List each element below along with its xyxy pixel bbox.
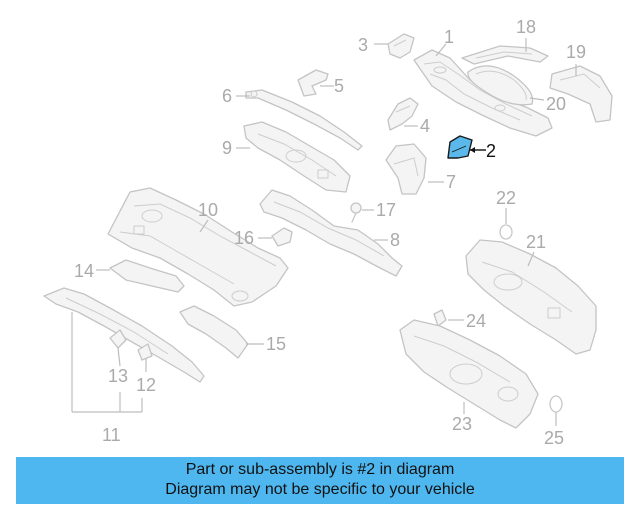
callout-24: 24 <box>466 311 486 331</box>
callout-9: 9 <box>222 138 232 158</box>
part-1-cowl-panel[interactable] <box>413 49 553 137</box>
callout-23: 23 <box>452 414 472 434</box>
part-23-lower-insulator[interactable] <box>399 319 539 429</box>
callout-18: 18 <box>516 17 536 37</box>
callout-14: 14 <box>74 261 94 281</box>
callout-3: 3 <box>358 35 368 55</box>
part-25-grommet[interactable] <box>549 395 563 413</box>
part-11-lower-strip[interactable] <box>43 287 205 383</box>
part-17-bolt[interactable] <box>350 202 362 223</box>
part-24-push-clip[interactable] <box>433 309 447 327</box>
part-7-bracket[interactable] <box>385 143 427 195</box>
callout-lines <box>71 38 577 426</box>
banner-line-1: Part or sub-assembly is #2 in diagram <box>185 461 455 478</box>
callout-7: 7 <box>446 172 456 192</box>
part-6-rod[interactable] <box>245 89 363 151</box>
callout-13: 13 <box>108 366 128 386</box>
callout-17: 17 <box>376 200 396 220</box>
part-14-strip[interactable] <box>109 259 185 293</box>
parts-diagram: 1 2 3 4 5 6 7 8 9 10 11 12 13 14 15 16 1… <box>43 17 613 448</box>
callout-1: 1 <box>444 27 454 47</box>
callout-25: 25 <box>544 428 564 448</box>
callout-20: 20 <box>546 94 566 114</box>
part-21-insulator[interactable] <box>465 239 597 355</box>
part-22-grommet[interactable] <box>499 224 513 240</box>
banner-line-2: Diagram may not be specific to your vehi… <box>165 481 475 498</box>
part-12-clip[interactable] <box>137 343 153 361</box>
part-2-highlighted[interactable] <box>447 135 473 159</box>
part-8-long-bracket[interactable] <box>259 189 403 277</box>
callout-6: 6 <box>222 86 232 106</box>
part-16-clip[interactable] <box>271 227 293 247</box>
callout-12: 12 <box>136 375 156 395</box>
callout-19: 19 <box>566 42 586 62</box>
part-3-bracket[interactable] <box>387 33 415 59</box>
callout-8: 8 <box>390 230 400 250</box>
part-15-panel[interactable] <box>179 305 249 359</box>
callout-2-arrowhead <box>470 147 475 153</box>
callout-4: 4 <box>420 116 430 136</box>
part-18-strip[interactable] <box>461 45 549 65</box>
callout-22: 22 <box>496 188 516 208</box>
part-20-seal[interactable] <box>467 65 534 106</box>
part-4-bracket[interactable] <box>387 97 419 131</box>
callout-21: 21 <box>526 232 546 252</box>
callout-5: 5 <box>334 76 344 96</box>
callout-10: 10 <box>198 200 218 220</box>
part-13-clip[interactable] <box>109 329 127 349</box>
callout-11: 11 <box>102 425 121 445</box>
callout-2: 2 <box>486 141 496 161</box>
info-banner: Part or sub-assembly is #2 in diagram Di… <box>16 457 624 504</box>
part-5-clip[interactable] <box>297 69 329 97</box>
part-19-corner-piece[interactable] <box>549 65 613 123</box>
part-9-inner-panel[interactable] <box>243 121 351 193</box>
callout-15: 15 <box>266 334 286 354</box>
callout-16: 16 <box>234 228 254 248</box>
part-10-dash-panel[interactable] <box>107 187 289 307</box>
